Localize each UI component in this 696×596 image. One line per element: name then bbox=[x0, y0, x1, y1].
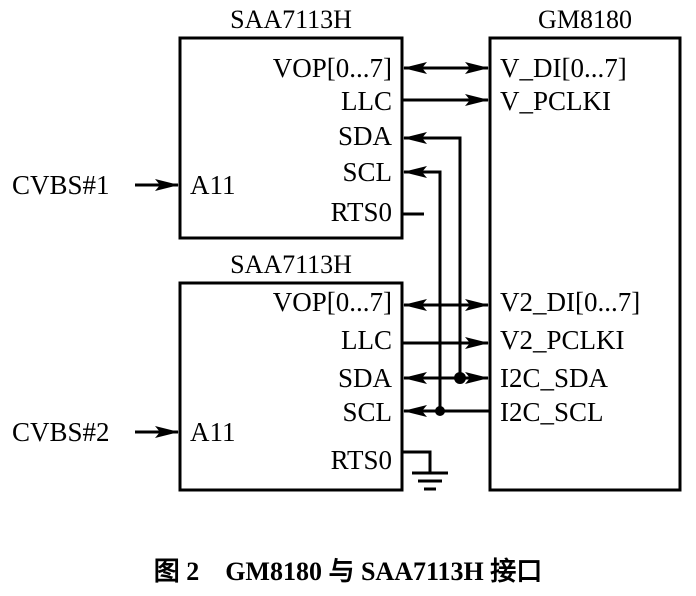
saa1-pin-vop: VOP[0...7] bbox=[273, 53, 392, 83]
saa2-pin-rts0: RTS0 bbox=[331, 445, 392, 475]
saa1-pin-sda: SDA bbox=[338, 121, 393, 151]
saa1-pin-rts0: RTS0 bbox=[331, 197, 392, 227]
saa1-pin-a11: A11 bbox=[190, 170, 236, 200]
saa2-pin-vop: VOP[0...7] bbox=[273, 287, 392, 317]
saa1-pin-scl: SCL bbox=[342, 157, 392, 187]
figure-caption: 图 2 GM8180 与 SAA7113H 接口 bbox=[154, 557, 543, 586]
gm-pin-v2-pclki: V2_PCLKI bbox=[500, 325, 625, 355]
saa2-pin-llc: LLC bbox=[341, 325, 392, 355]
gm8180-box bbox=[488, 36, 682, 492]
wire-sda1 bbox=[403, 132, 462, 378]
scl-junction bbox=[435, 406, 445, 416]
gm8180-title: GM8180 bbox=[538, 5, 632, 34]
saa2-pin-sda: SDA bbox=[338, 363, 393, 393]
cvbs2-label: CVBS#2 bbox=[12, 417, 110, 447]
saa7113h-2-box bbox=[178, 281, 404, 492]
gm-pin-i2c-scl: I2C_SCL bbox=[500, 397, 604, 427]
wire-scl1 bbox=[403, 166, 442, 411]
saa1-pin-llc: LLC bbox=[341, 86, 392, 116]
gm-pin-i2c-sda: I2C_SDA bbox=[500, 363, 609, 393]
saa2-pin-scl: SCL bbox=[342, 397, 392, 427]
gm-pin-v2-di: V2_DI[0...7] bbox=[500, 287, 640, 317]
saa7113h-1-box bbox=[178, 36, 404, 240]
cvbs1-label: CVBS#1 bbox=[12, 170, 110, 200]
gm-pin-v-di: V_DI[0...7] bbox=[500, 53, 627, 83]
saa2-title: SAA7113H bbox=[230, 250, 352, 279]
gm-pin-v-pclki: V_PCLKI bbox=[500, 86, 611, 116]
ground-icon bbox=[402, 450, 448, 491]
saa2-pin-a11: A11 bbox=[190, 417, 236, 447]
saa1-title: SAA7113H bbox=[230, 5, 352, 34]
sda-junction bbox=[454, 372, 466, 384]
